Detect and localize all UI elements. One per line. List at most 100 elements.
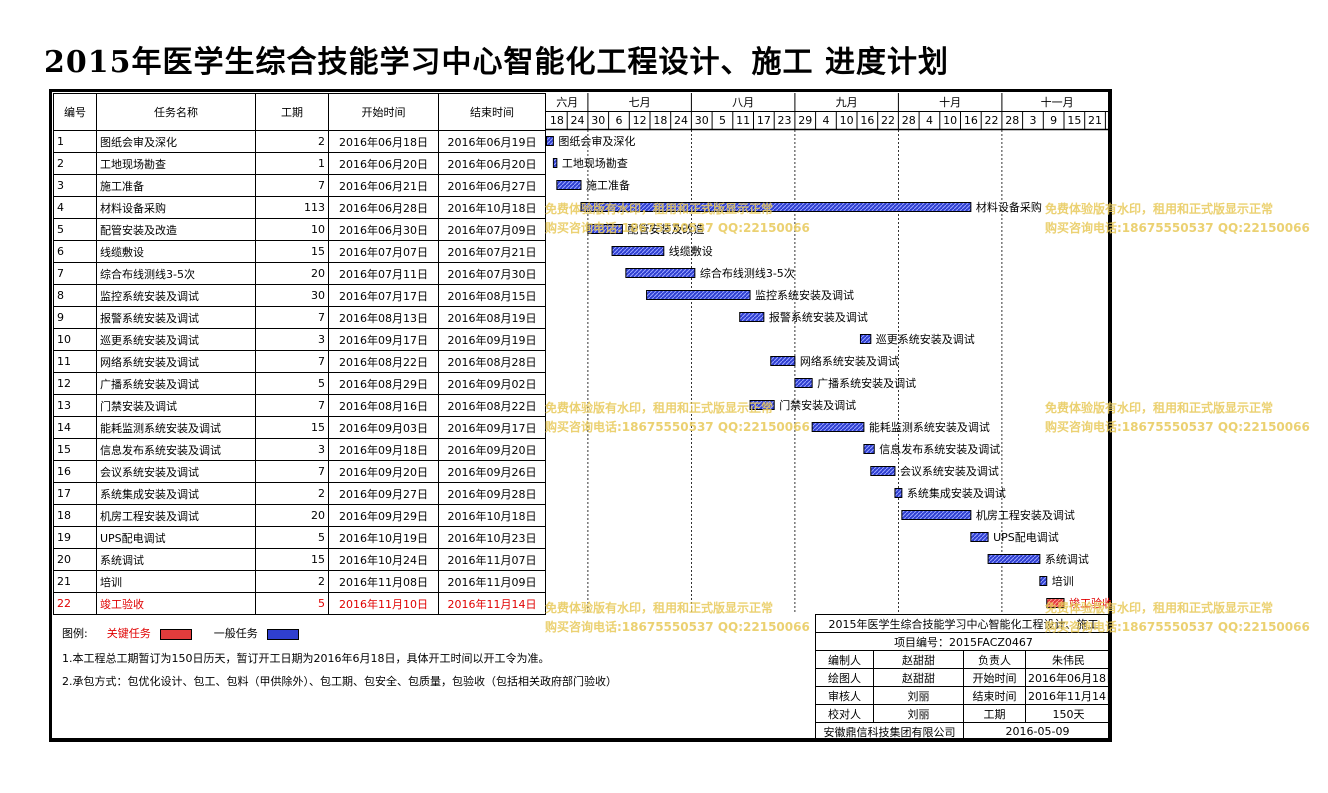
header-end: 结束时间	[438, 93, 546, 131]
task-end: 2016年06月20日	[438, 152, 546, 175]
gantt-bar	[1039, 576, 1048, 586]
task-name: 综合布线测线3-5次	[96, 262, 256, 285]
gantt-bar-label: 信息发布系统安装及调试	[879, 442, 1000, 456]
task-start: 2016年09月18日	[328, 438, 439, 461]
gantt-bar	[739, 312, 765, 322]
task-no: 12	[53, 372, 97, 395]
gantt-bar	[770, 356, 796, 366]
gantt-bar-label: 机房工程安装及调试	[976, 508, 1075, 522]
day-tick-label: 5	[719, 114, 726, 127]
task-end: 2016年10月23日	[438, 526, 546, 549]
task-duration: 7	[255, 394, 329, 417]
task-no: 18	[53, 504, 97, 527]
day-tick-label: 22	[881, 114, 895, 127]
task-end: 2016年09月17日	[438, 416, 546, 439]
task-no: 13	[53, 394, 97, 417]
info-checker: 刘丽	[873, 704, 964, 723]
info-leader-label: 负责人	[963, 650, 1026, 669]
task-end: 2016年10月18日	[438, 196, 546, 219]
task-start: 2016年09月20日	[328, 460, 439, 483]
task-no: 3	[53, 174, 97, 197]
task-duration: 2	[255, 570, 329, 593]
task-duration: 5	[255, 592, 329, 615]
task-start: 2016年08月16日	[328, 394, 439, 417]
gantt-bar	[894, 488, 903, 498]
gantt-bar-label: 系统集成安装及调试	[907, 486, 1006, 500]
legend-normal-label: 一般任务	[213, 627, 258, 640]
legend-critical-label: 关键任务	[106, 627, 151, 640]
day-tick-label: 16	[964, 114, 978, 127]
task-duration: 10	[255, 218, 329, 241]
info-start: 2016年06月18日	[1025, 668, 1112, 687]
gantt-bar	[552, 158, 558, 168]
gantt-bar	[901, 510, 972, 520]
info-title: 2015年医学生综合技能学习中心智能化工程设计、施工	[815, 614, 1112, 633]
info-end-label: 结束时间	[963, 686, 1026, 705]
task-no: 20	[53, 548, 97, 571]
task-name: 线缆敷设	[96, 240, 256, 263]
task-no: 21	[53, 570, 97, 593]
task-duration: 5	[255, 526, 329, 549]
gantt-bar-label: 巡更系统安装及调试	[876, 332, 975, 346]
task-no: 17	[53, 482, 97, 505]
task-no: 14	[53, 416, 97, 439]
gantt-bar-label: 报警系统安装及调试	[769, 310, 868, 324]
month-label: 十月	[939, 95, 961, 109]
task-table-header: 编号 任务名称 工期 开始时间 结束时间	[53, 93, 546, 131]
task-duration: 7	[255, 306, 329, 329]
gantt-bar-label: UPS配电调试	[993, 531, 1059, 544]
day-tick-label: 12	[633, 114, 647, 127]
task-start: 2016年07月11日	[328, 262, 439, 285]
task-duration: 2	[255, 130, 329, 153]
task-end: 2016年09月26日	[438, 460, 546, 483]
task-duration: 3	[255, 438, 329, 461]
task-duration: 7	[255, 174, 329, 197]
task-duration: 5	[255, 372, 329, 395]
gantt-bar	[749, 400, 775, 410]
info-company: 安徽鼎信科技集团有限公司	[815, 722, 964, 741]
day-tick-label: 4	[926, 114, 933, 127]
task-no: 16	[53, 460, 97, 483]
day-tick-label: 29	[798, 114, 812, 127]
task-duration: 20	[255, 504, 329, 527]
task-start: 2016年06月18日	[328, 130, 439, 153]
gantt-bar	[580, 202, 972, 212]
task-start: 2016年08月29日	[328, 372, 439, 395]
task-end: 2016年06月27日	[438, 174, 546, 197]
header-start: 开始时间	[328, 93, 439, 131]
day-tick-label: 28	[902, 114, 916, 127]
gantt-bar	[870, 466, 896, 476]
header-no: 编号	[53, 93, 97, 131]
task-no: 6	[53, 240, 97, 263]
gantt-bar	[970, 532, 989, 542]
gantt-bar-label: 材料设备采购	[976, 200, 1042, 214]
gantt-bar	[587, 224, 623, 234]
task-no: 19	[53, 526, 97, 549]
task-name: 材料设备采购	[96, 196, 256, 219]
day-tick-label: 22	[985, 114, 999, 127]
day-tick-label: 9	[1050, 114, 1057, 127]
task-end: 2016年11月07日	[438, 548, 546, 571]
day-tick-label: 30	[591, 114, 605, 127]
day-tick-label: 6	[615, 114, 622, 127]
task-duration: 7	[255, 460, 329, 483]
task-end: 2016年11月14日	[438, 592, 546, 615]
task-name: 工地现场勘查	[96, 152, 256, 175]
task-duration: 15	[255, 548, 329, 571]
task-end: 2016年07月09日	[438, 218, 546, 241]
task-no: 1	[53, 130, 97, 153]
gantt-bar-label: 配管安装及改造	[627, 222, 704, 236]
gantt-bar-critical	[1046, 598, 1065, 608]
day-tick-label: 18	[653, 114, 667, 127]
